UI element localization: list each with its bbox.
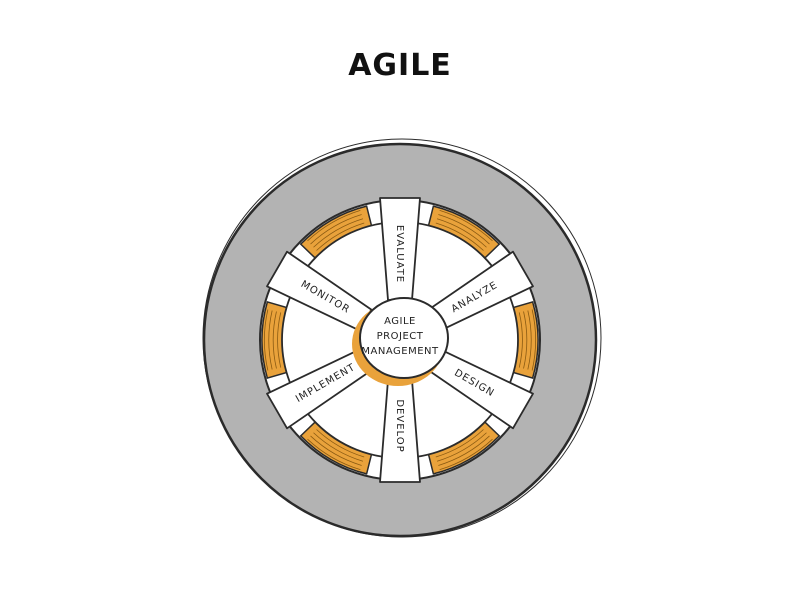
- tire-outline-sketch: [202, 138, 602, 538]
- rim-grain-line: [310, 435, 362, 466]
- rim-grain-line: [438, 214, 490, 245]
- rim-grain-line: [307, 209, 361, 242]
- rim-grain-line: [436, 218, 487, 248]
- rim-grain-line: [316, 429, 365, 458]
- hub: [359, 297, 449, 379]
- rim-grain-line: [316, 222, 365, 251]
- rim-grain-line: [436, 432, 487, 462]
- spoke-label-develop: DEVELOP: [394, 399, 405, 452]
- rim-grain-line: [438, 435, 490, 466]
- rim-grain-line: [307, 438, 361, 471]
- rim-grain-line: [518, 312, 523, 368]
- hub-label-line2: PROJECT: [377, 331, 424, 342]
- page-title: AGILE: [348, 48, 452, 83]
- rim-grain-line: [527, 310, 532, 370]
- rim-grain-line: [439, 438, 493, 471]
- rim-grain-line: [310, 214, 362, 245]
- rim-grain-line: [272, 311, 277, 369]
- hub-label-line1: AGILE: [384, 316, 416, 327]
- rim-grain-line: [268, 310, 273, 370]
- rim-grain-line: [439, 209, 493, 242]
- rim-grain-line: [435, 222, 484, 251]
- spoke-label-evaluate: EVALUATE: [394, 225, 405, 283]
- rim-grain-line: [313, 432, 364, 462]
- spokes-group: [266, 197, 534, 483]
- rim-grain-line: [531, 309, 536, 371]
- rim-grain-line: [435, 429, 484, 458]
- rim-grain-line: [523, 311, 528, 369]
- rim-grain-line: [313, 218, 364, 248]
- hub-label-line3: MANAGEMENT: [361, 346, 439, 357]
- rim-grain-line: [264, 309, 269, 371]
- rim-grain-line: [277, 312, 282, 368]
